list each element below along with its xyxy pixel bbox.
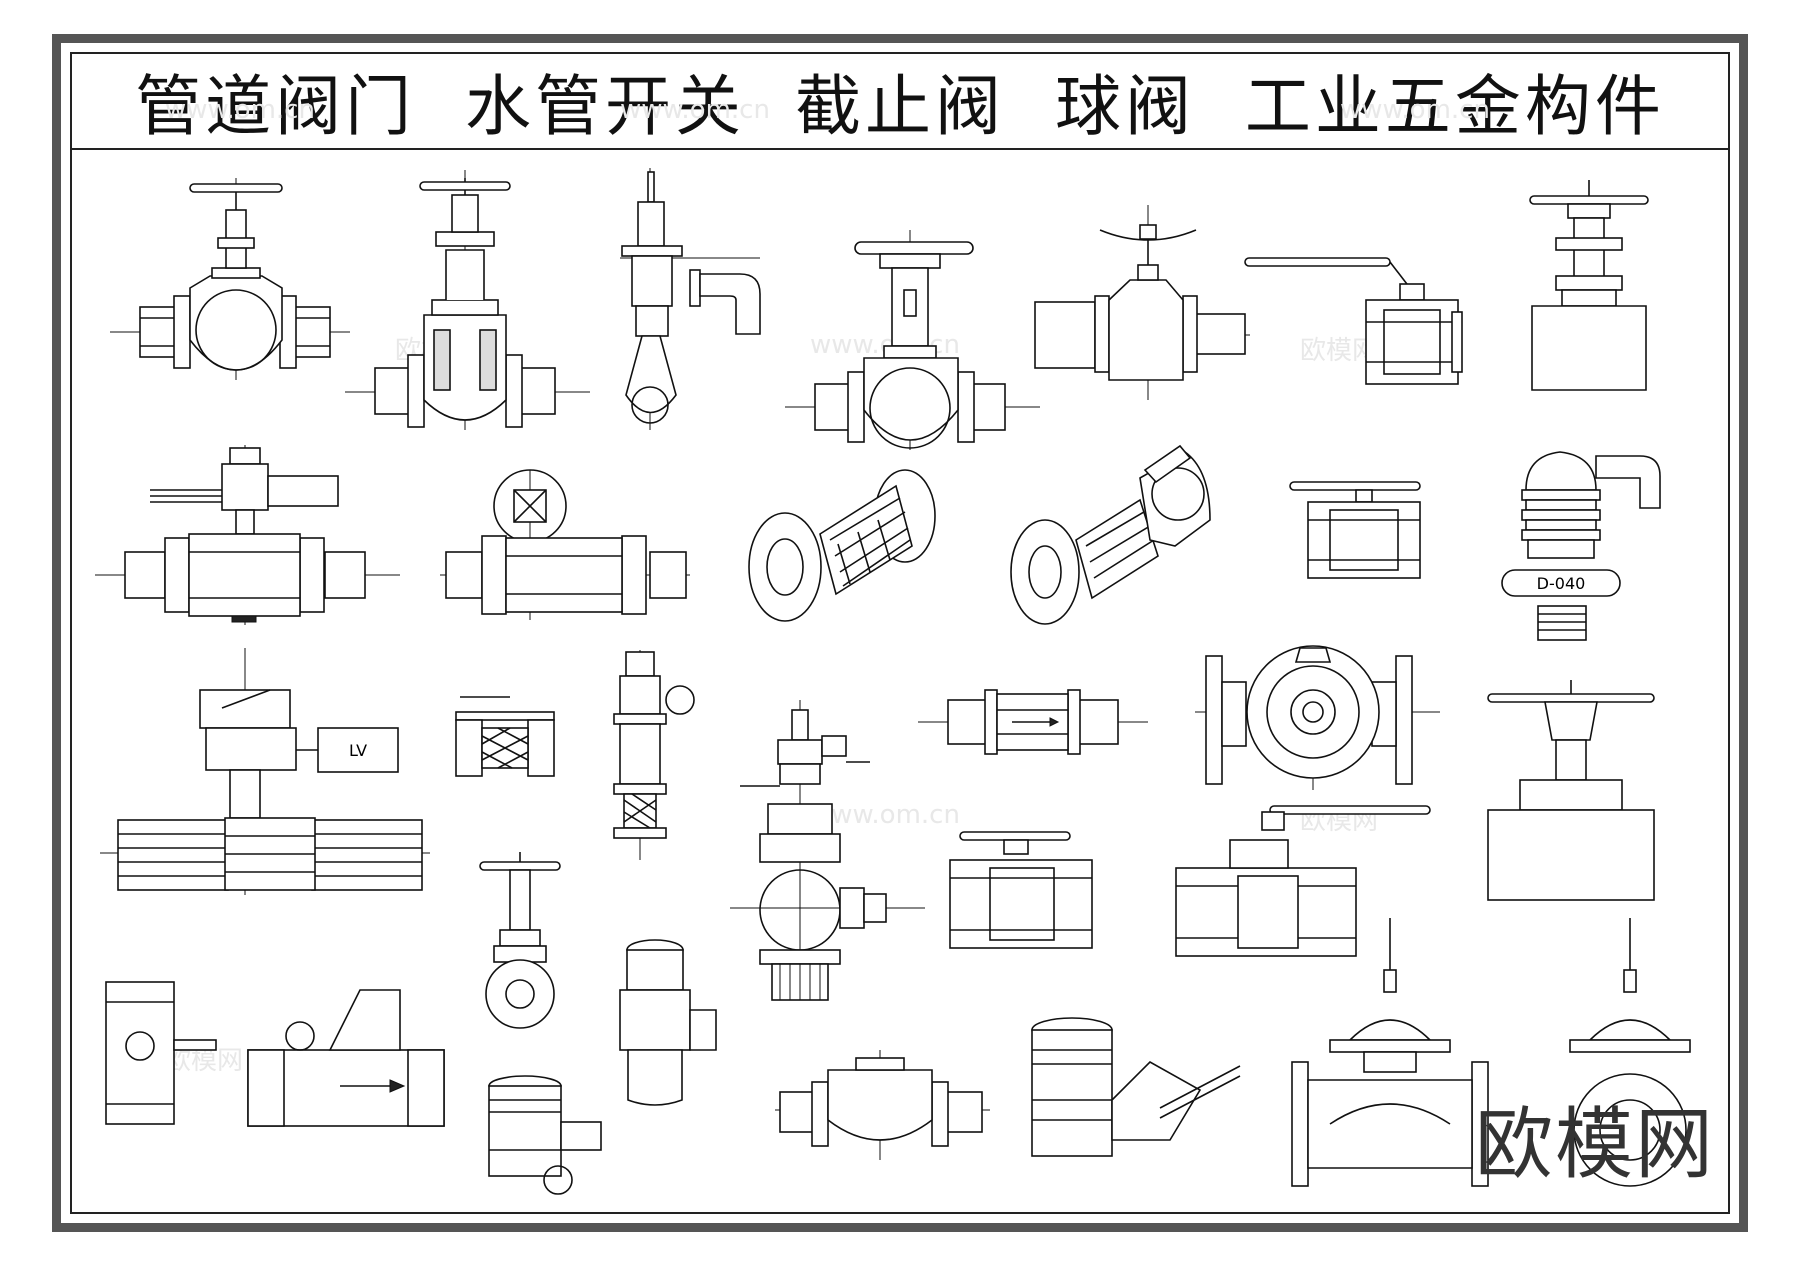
diaphragm-control-valve-front: [1569, 918, 1691, 1187]
ball-valve-braided-hose: [1010, 444, 1211, 625]
diaphragm-control-valve: [1291, 918, 1489, 1187]
title-band: 管道阀门 水管开关 截止阀 球阀 工业五金构件: [72, 54, 1728, 150]
threaded-ball-valve: [1289, 481, 1421, 579]
wafer-valve-handle: [488, 1075, 602, 1195]
gear-butterfly-valve: [440, 469, 690, 620]
brand-watermark: 欧模网: [1475, 1100, 1716, 1190]
ball-valve-lever: [1244, 257, 1463, 385]
gate-valve-handwheel: [110, 178, 350, 380]
motorized-ball-valve: [95, 445, 400, 625]
ball-valve-long-lever: [1175, 805, 1431, 957]
swing-check-valve: [775, 1050, 990, 1160]
page-title: 管道阀门 水管开关 截止阀 球阀 工业五金构件: [135, 68, 1665, 145]
forged-gate-valve: [1529, 180, 1649, 391]
plate-label-d040: D-040: [1537, 574, 1586, 593]
air-release-valve: D-040: [1501, 451, 1661, 641]
flanged-check-valve: [918, 689, 1148, 755]
level-control-valve: LV: [100, 648, 430, 895]
globe-valve-handwheel: [1487, 680, 1655, 901]
lv-label: LV: [349, 741, 367, 760]
alarm-check-valve: [730, 700, 925, 1001]
basket-strainer: [455, 696, 555, 777]
relief-valve: [619, 939, 717, 1106]
outer-frame: [52, 34, 1748, 1232]
braided-flex-hose: [748, 469, 936, 622]
wafer-valve-sector-lever: [1031, 1017, 1241, 1157]
y-strainer: [247, 989, 445, 1127]
small-gate-valve-flange: [479, 852, 561, 1029]
actuator-gate-valve: [785, 230, 1040, 450]
flanged-body-front: [1195, 645, 1440, 790]
threaded-ball-valve-2: [949, 831, 1093, 949]
gate-valve-rising-stem: [345, 170, 590, 430]
flanged-handwheel-valve: [1034, 205, 1250, 400]
float-valve: [620, 168, 761, 430]
threaded-tee-valve: [105, 981, 217, 1125]
vertical-strainer: [613, 650, 695, 860]
